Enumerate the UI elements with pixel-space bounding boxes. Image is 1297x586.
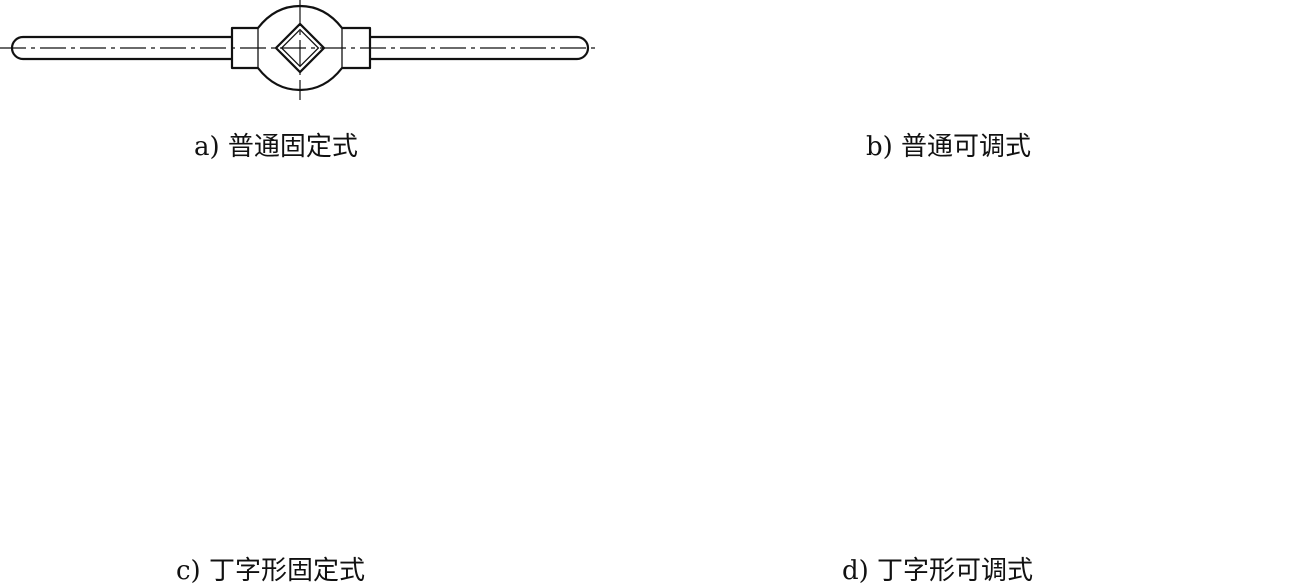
caption-a: a) 普通固定式 (194, 132, 358, 162)
caption-c: c) 丁字形固定式 (176, 556, 365, 586)
caption-b: b) 普通可调式 (866, 132, 1032, 162)
caption-d: d) 丁字形可调式 (842, 556, 1034, 586)
figure-a-fixed-wrench (0, 0, 600, 100)
